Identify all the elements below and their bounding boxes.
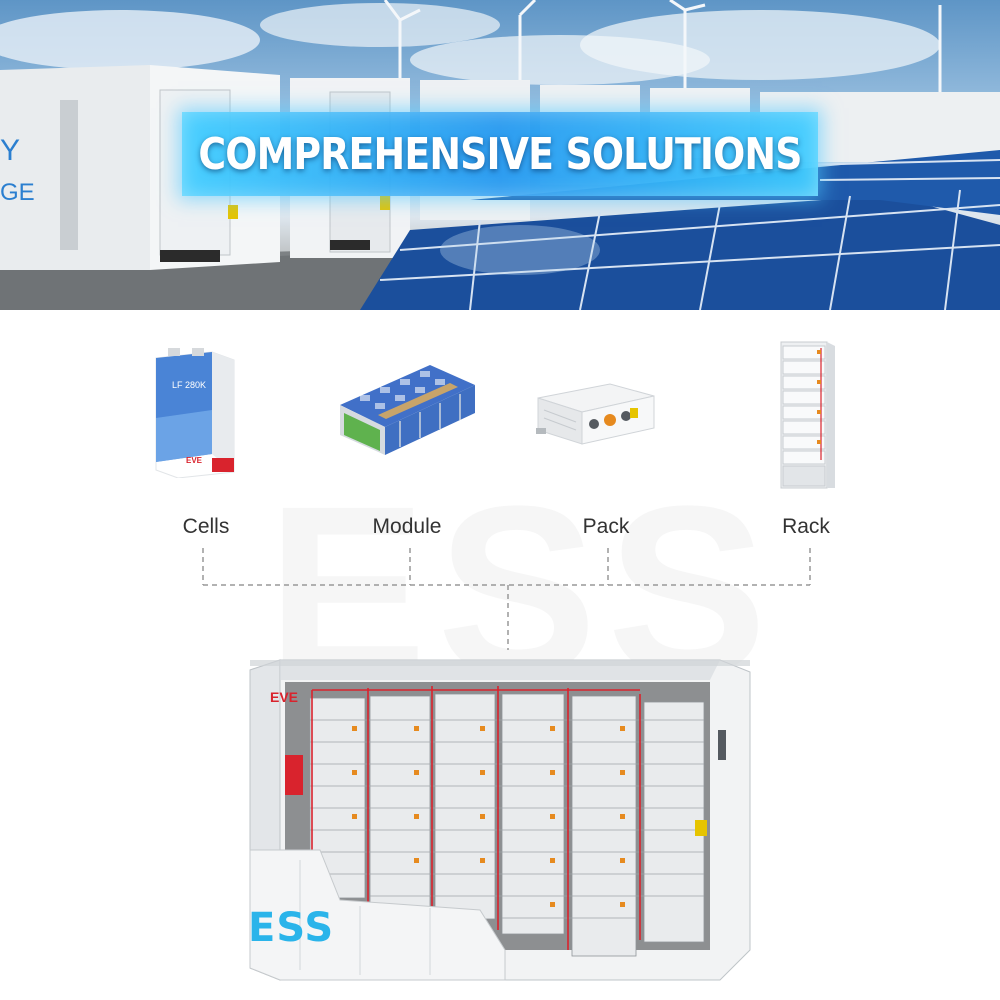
pack-label: Pack xyxy=(582,515,630,538)
cells-label: Cells xyxy=(182,515,230,538)
ess-label: ESS xyxy=(248,905,335,951)
module-battery-image xyxy=(340,365,475,455)
ess-container-image: EVE xyxy=(249,659,751,981)
partial-text-2: GE xyxy=(0,179,35,206)
rack-label: Rack xyxy=(782,515,830,538)
headline-banner: COMPREHENSIVE SOLUTIONS xyxy=(182,112,818,196)
module-label: Module xyxy=(372,515,442,538)
hero-banner-image: Y GE COMPREHENSIVE SOLUTIONS xyxy=(0,0,1000,310)
headline-text: COMPREHENSIVE SOLUTIONS xyxy=(198,128,802,180)
cells-model-text: LF 280K xyxy=(172,380,206,390)
cells-brand-text: EVE xyxy=(186,456,203,465)
wind-turbine-icon xyxy=(383,0,942,100)
cells-battery-image: LF 280K EVE xyxy=(155,348,235,478)
partial-text-1: Y xyxy=(0,134,20,167)
rack-battery-image xyxy=(780,341,835,489)
ess-brand-text: EVE xyxy=(270,689,298,705)
ess-rack-columns xyxy=(309,686,705,957)
pack-battery-image xyxy=(536,383,655,445)
